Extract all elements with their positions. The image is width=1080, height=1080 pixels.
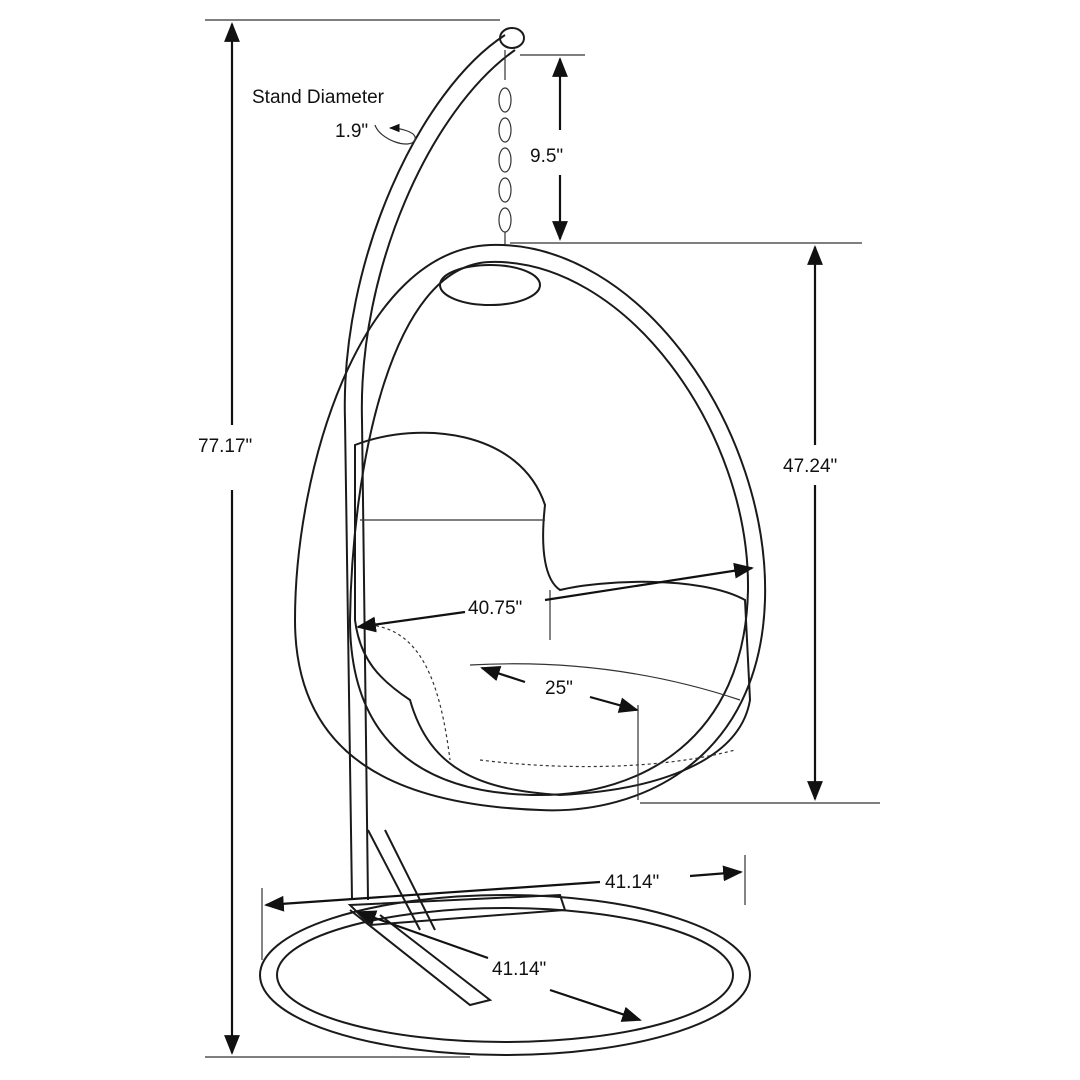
dimension-chain-length: 9.5" bbox=[510, 54, 862, 244]
basket-height-label: 47.24" bbox=[783, 456, 837, 477]
dimension-base-width: 41.14" bbox=[261, 855, 746, 960]
stand-diameter-title: Stand Diameter bbox=[252, 87, 385, 108]
basket-width-label: 40.75" bbox=[468, 598, 522, 619]
dimension-stand-diameter: Stand Diameter 1.9" bbox=[252, 87, 416, 145]
dimension-basket-height: 47.24" bbox=[640, 245, 880, 804]
stand-base bbox=[259, 893, 751, 1056]
dimension-basket-width: 40.75" bbox=[356, 562, 754, 633]
egg-basket bbox=[293, 243, 767, 812]
dimension-seat-depth: 25" bbox=[480, 665, 639, 800]
seat-depth-label: 25" bbox=[545, 678, 573, 699]
base-width-label: 41.14" bbox=[605, 872, 659, 893]
stand-diameter-value: 1.9" bbox=[335, 121, 368, 142]
dimension-base-depth: 41.14" bbox=[356, 910, 642, 1022]
dimension-total-height: 77.17" bbox=[198, 19, 500, 1058]
base-depth-label: 41.14" bbox=[492, 959, 546, 980]
total-height-label: 77.17" bbox=[198, 436, 252, 457]
chain-length-label: 9.5" bbox=[530, 146, 563, 167]
chain bbox=[498, 50, 512, 245]
